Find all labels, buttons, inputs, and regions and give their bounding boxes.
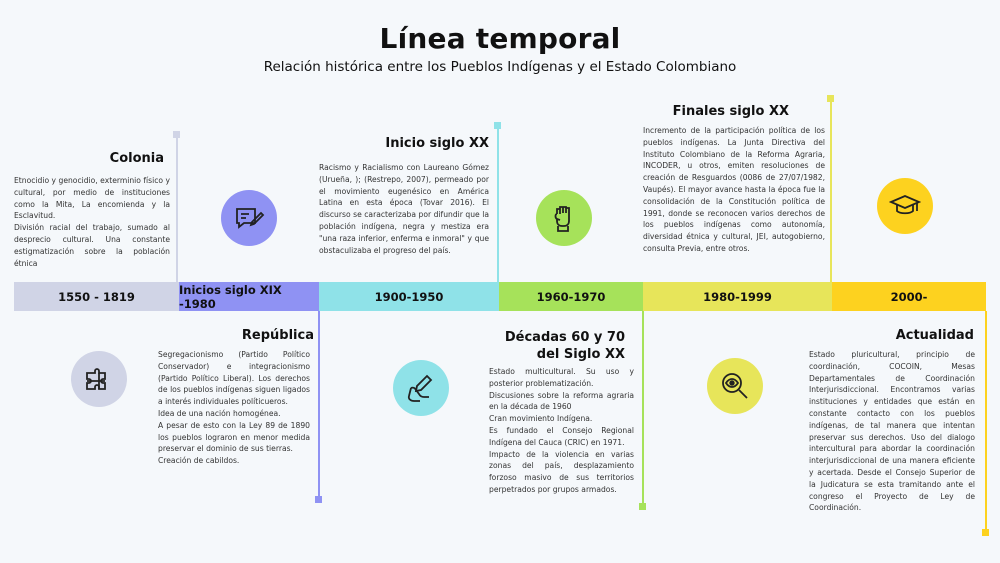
message-edit-icon	[221, 190, 277, 246]
period-label: 1960-1970	[536, 289, 606, 304]
finales-marker	[827, 95, 834, 102]
heading-line: Décadas 60 y 70	[504, 330, 625, 345]
period-label: Inicios siglo XIX -1980	[179, 282, 282, 311]
siglo-xx-heading: Inicio siglo XX	[385, 136, 489, 151]
period-band-finales: 1980-1999	[643, 282, 832, 311]
actualidad-heading: Actualidad	[895, 328, 974, 343]
heading-line: del Siglo XX	[536, 347, 625, 362]
finales-text: Incremento de la participación política …	[643, 125, 825, 255]
text-paragraph: Es fundado el Consejo Regional Indígena …	[489, 425, 634, 447]
period-band-decadas: 1960-1970	[499, 282, 643, 311]
republica-marker	[315, 496, 322, 503]
colonia-heading: Colonia	[109, 151, 164, 166]
republica-heading: República	[241, 328, 314, 343]
raised-fist-icon	[536, 190, 592, 246]
republica-connector	[318, 311, 320, 499]
text-paragraph: División racial del trabajo, sumado al d…	[14, 223, 170, 268]
graduation-cap-icon	[877, 178, 933, 234]
text-paragraph: Cran movimiento Indígena.	[489, 414, 593, 424]
text-paragraph: Incremento de la participación política …	[643, 126, 825, 253]
colonia-connector	[176, 136, 178, 282]
text-paragraph: Estado multicultural. Su uso y posterior…	[489, 367, 634, 388]
period-band-colonia: 1550 - 1819	[14, 282, 179, 311]
siglo-xx-connector	[497, 127, 499, 282]
period-label: 1550 - 1819	[58, 289, 135, 304]
finales-connector	[830, 99, 832, 282]
decadas-marker	[639, 503, 646, 510]
finales-heading: Finales siglo XX	[672, 104, 789, 119]
text-paragraph: Racismo y Racialismo con Laureano Gómez …	[319, 163, 489, 255]
actualidad-marker	[982, 529, 989, 536]
period-band-republica: Inicios siglo XIX -1980	[179, 282, 319, 311]
colonia-text: Etnocidio y genocidio, exterminio físico…	[14, 175, 170, 269]
text-paragraph: Creación de cabildos.	[158, 456, 240, 466]
eye-magnifier-icon	[707, 358, 763, 414]
siglo-xx-text: Racismo y Racialismo con Laureano Gómez …	[319, 162, 489, 256]
decadas-connector	[642, 311, 644, 508]
page-title: Línea temporal	[379, 22, 621, 55]
period-label: 1980-1999	[703, 289, 772, 304]
actualidad-text: Estado pluricultural, principio de coord…	[809, 349, 975, 514]
text-paragraph: Segregacionismo (Partido Político Conser…	[158, 350, 310, 407]
text-paragraph: Idea de una nación homogénea.	[158, 408, 281, 418]
period-band-siglo-xx: 1900-1950	[319, 282, 499, 311]
text-paragraph: Etnocidio y genocidio, exterminio físico…	[14, 176, 170, 221]
page-subtitle: Relación histórica entre los Pueblos Ind…	[263, 59, 737, 75]
actualidad-connector	[985, 311, 987, 533]
decadas-text: Estado multicultural. Su uso y posterior…	[489, 366, 634, 496]
period-band-actualidad: 2000-	[832, 282, 986, 311]
puzzle-icon	[71, 351, 127, 407]
text-paragraph: A pesar de esto con la Ley 89 de 1890 lo…	[158, 420, 310, 454]
text-paragraph: Impacto de la violencia en varias zonas …	[489, 449, 634, 494]
colonia-marker	[173, 131, 180, 138]
siglo-xx-marker	[494, 122, 501, 129]
text-paragraph: Discusiones sobre la reforma agraria en …	[489, 390, 634, 412]
decadas-heading: Décadas 60 y 70 del Siglo XX	[489, 329, 625, 363]
pen-hand-icon	[393, 360, 449, 416]
period-label: 2000-	[890, 289, 928, 304]
period-label: 1900-1950	[374, 289, 444, 304]
text-paragraph: Estado pluricultural, principio de coord…	[809, 350, 975, 513]
republica-text: Segregacionismo (Partido Político Conser…	[158, 349, 310, 467]
